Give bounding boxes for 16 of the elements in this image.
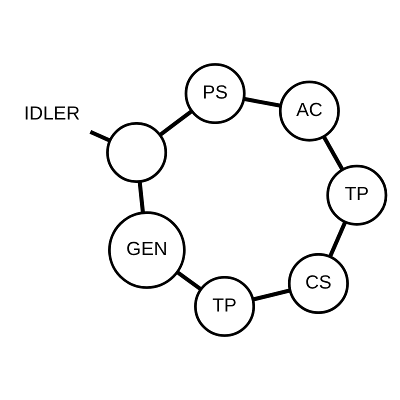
connector [138, 182, 145, 212]
node-circle: CS [288, 253, 349, 314]
node-circle: PS [184, 63, 246, 124]
connector [158, 110, 193, 136]
connector [90, 130, 111, 142]
node-circle [106, 122, 168, 183]
connector [252, 288, 290, 302]
connector [176, 270, 202, 291]
node-circle: GEN [108, 211, 186, 289]
connector [322, 136, 344, 171]
node-circle: TP [326, 164, 388, 226]
node-circle: TP [194, 276, 256, 337]
connector [328, 221, 347, 258]
node-circle: AC [278, 80, 340, 142]
connector [244, 96, 280, 108]
node-text: IDLER [24, 104, 80, 125]
